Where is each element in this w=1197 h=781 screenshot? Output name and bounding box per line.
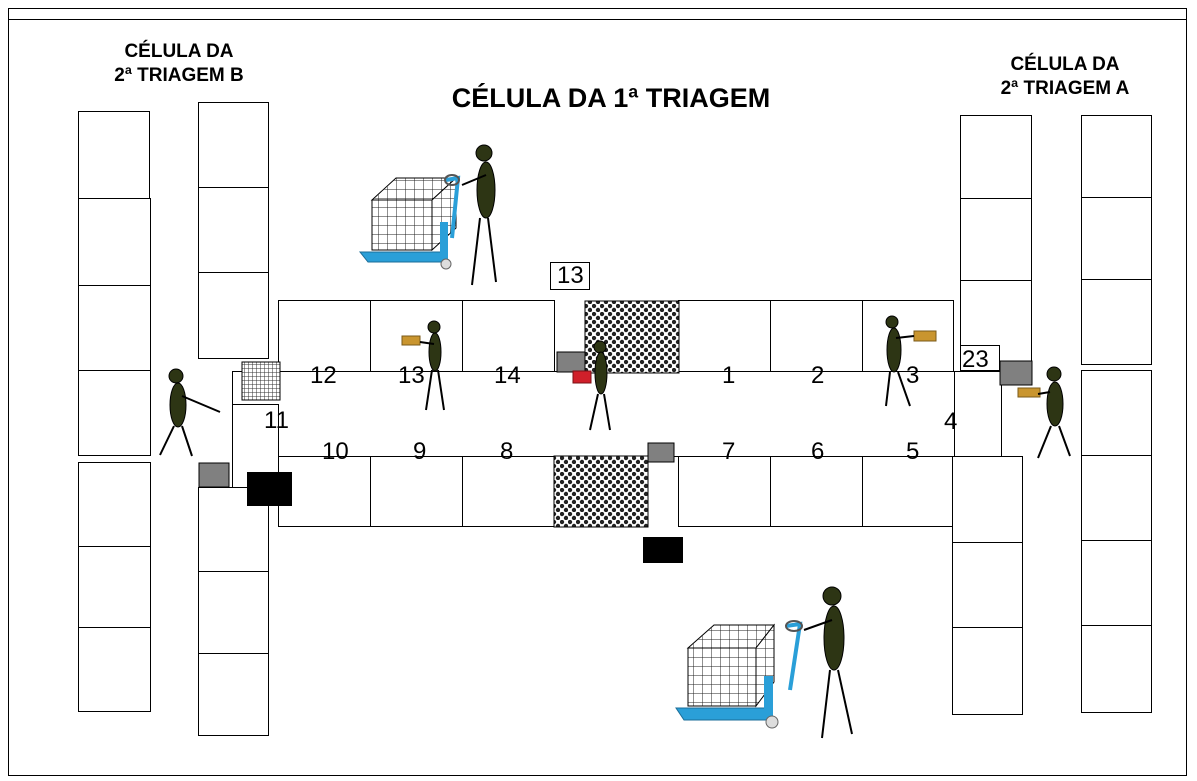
label-23-box: 23 [962, 346, 989, 373]
right-outer-bin [1081, 455, 1152, 541]
left-inner-bin [198, 272, 269, 359]
right-inner-bin [960, 198, 1032, 281]
position-1: 1 [722, 362, 736, 389]
position-11: 11 [264, 407, 289, 434]
worker-figure [1017, 366, 1071, 459]
pallet-jack-top [358, 174, 461, 270]
position-14: 14 [494, 362, 521, 389]
main-title: CÉLULA DA 1ª TRIAGEM [451, 83, 771, 113]
position-5: 5 [906, 438, 920, 465]
left-inner-bin [198, 653, 269, 736]
worker-figure [461, 144, 497, 286]
diagram-frame [8, 8, 1187, 776]
black-box [247, 472, 292, 506]
worker-figure [572, 340, 611, 431]
bottom-bin [462, 456, 555, 527]
top-bin [862, 300, 954, 372]
position-7: 7 [722, 438, 736, 465]
left-outer-bin [78, 627, 151, 712]
pallet-jack-bottom [675, 620, 803, 729]
gray-box [198, 462, 230, 488]
left-outer-bin [78, 462, 151, 547]
worker-figure [803, 586, 853, 739]
bottom-bin [862, 456, 953, 527]
bottom-bin [678, 456, 771, 527]
right-outer-bin [1081, 625, 1152, 713]
left-inner-bin [198, 571, 269, 654]
right-inner-bin [960, 115, 1032, 199]
right-inner-bin [952, 627, 1023, 715]
bottom-bin [370, 456, 463, 527]
box-label-23 [960, 345, 1000, 371]
position-3: 3 [906, 362, 920, 389]
left-outer-bin [78, 370, 151, 456]
label-13-box: 13 [557, 262, 584, 289]
right-outer-bin [1081, 370, 1152, 456]
checkered-area-bottom [553, 455, 649, 528]
left-cell-title-line2: 2ª TRIAGEM B [114, 65, 244, 86]
left-outer-bin [78, 285, 151, 371]
right-cell-title-line1: CÉLULA DA [1010, 54, 1120, 75]
left-outer-bin [78, 198, 151, 286]
top-border-line [8, 19, 1187, 20]
belt-right-end [954, 371, 1002, 457]
black-box [643, 537, 683, 563]
grid-container-left [241, 361, 281, 401]
left-cell-title-line1: CÉLULA DA [124, 41, 234, 62]
position-9: 9 [413, 438, 427, 465]
gray-box [556, 351, 586, 373]
left-inner-bin [198, 102, 269, 188]
position-12: 12 [310, 362, 337, 389]
worker-figure [159, 368, 221, 457]
gray-box [999, 360, 1033, 386]
position-8: 8 [500, 438, 514, 465]
right-inner-bin [952, 456, 1023, 543]
right-outer-bin [1081, 115, 1152, 198]
gray-box [647, 442, 675, 463]
worker-figure [885, 315, 937, 407]
top-bin [462, 300, 555, 372]
position-13: 13 [398, 362, 425, 389]
position-2: 2 [811, 362, 825, 389]
bottom-bin [770, 456, 863, 527]
left-outer-bin [78, 111, 150, 199]
position-4: 4 [944, 408, 958, 435]
position-10: 10 [322, 438, 349, 465]
right-outer-bin [1081, 197, 1152, 280]
left-inner-bin [198, 187, 269, 273]
right-cell-title-line2: 2ª TRIAGEM A [1000, 78, 1130, 99]
right-outer-bin [1081, 279, 1152, 365]
left-outer-bin [78, 546, 151, 628]
position-6: 6 [811, 438, 825, 465]
worker-figure [401, 320, 445, 411]
box-label-13 [550, 262, 590, 290]
